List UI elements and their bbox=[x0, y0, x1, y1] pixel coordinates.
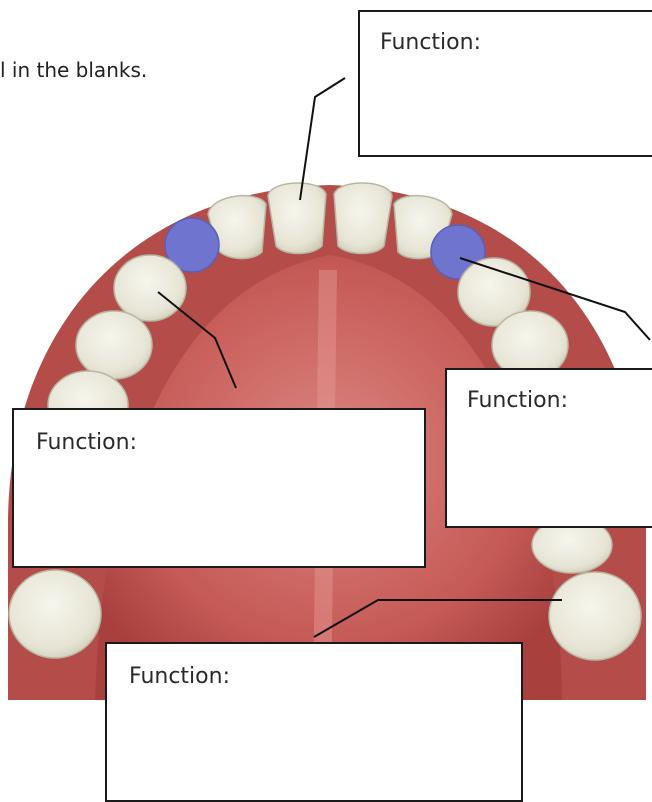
molar bbox=[549, 572, 641, 660]
function-label: Function: bbox=[129, 664, 230, 689]
premolar bbox=[76, 311, 152, 379]
function-box-canine[interactable]: Function: bbox=[445, 368, 652, 528]
molar bbox=[9, 570, 101, 658]
incisor bbox=[268, 183, 326, 254]
instruction-text: l in the blanks. bbox=[0, 58, 147, 82]
function-box-incisor[interactable]: Function: bbox=[358, 10, 652, 157]
function-box-molar[interactable]: Function: bbox=[105, 642, 523, 802]
function-label: Function: bbox=[467, 388, 568, 413]
function-label: Function: bbox=[380, 30, 481, 55]
leader-line-incisor bbox=[300, 78, 345, 200]
function-label: Function: bbox=[36, 430, 137, 455]
premolar bbox=[114, 255, 186, 321]
incisor bbox=[334, 183, 392, 254]
function-box-premolar[interactable]: Function: bbox=[12, 408, 426, 568]
